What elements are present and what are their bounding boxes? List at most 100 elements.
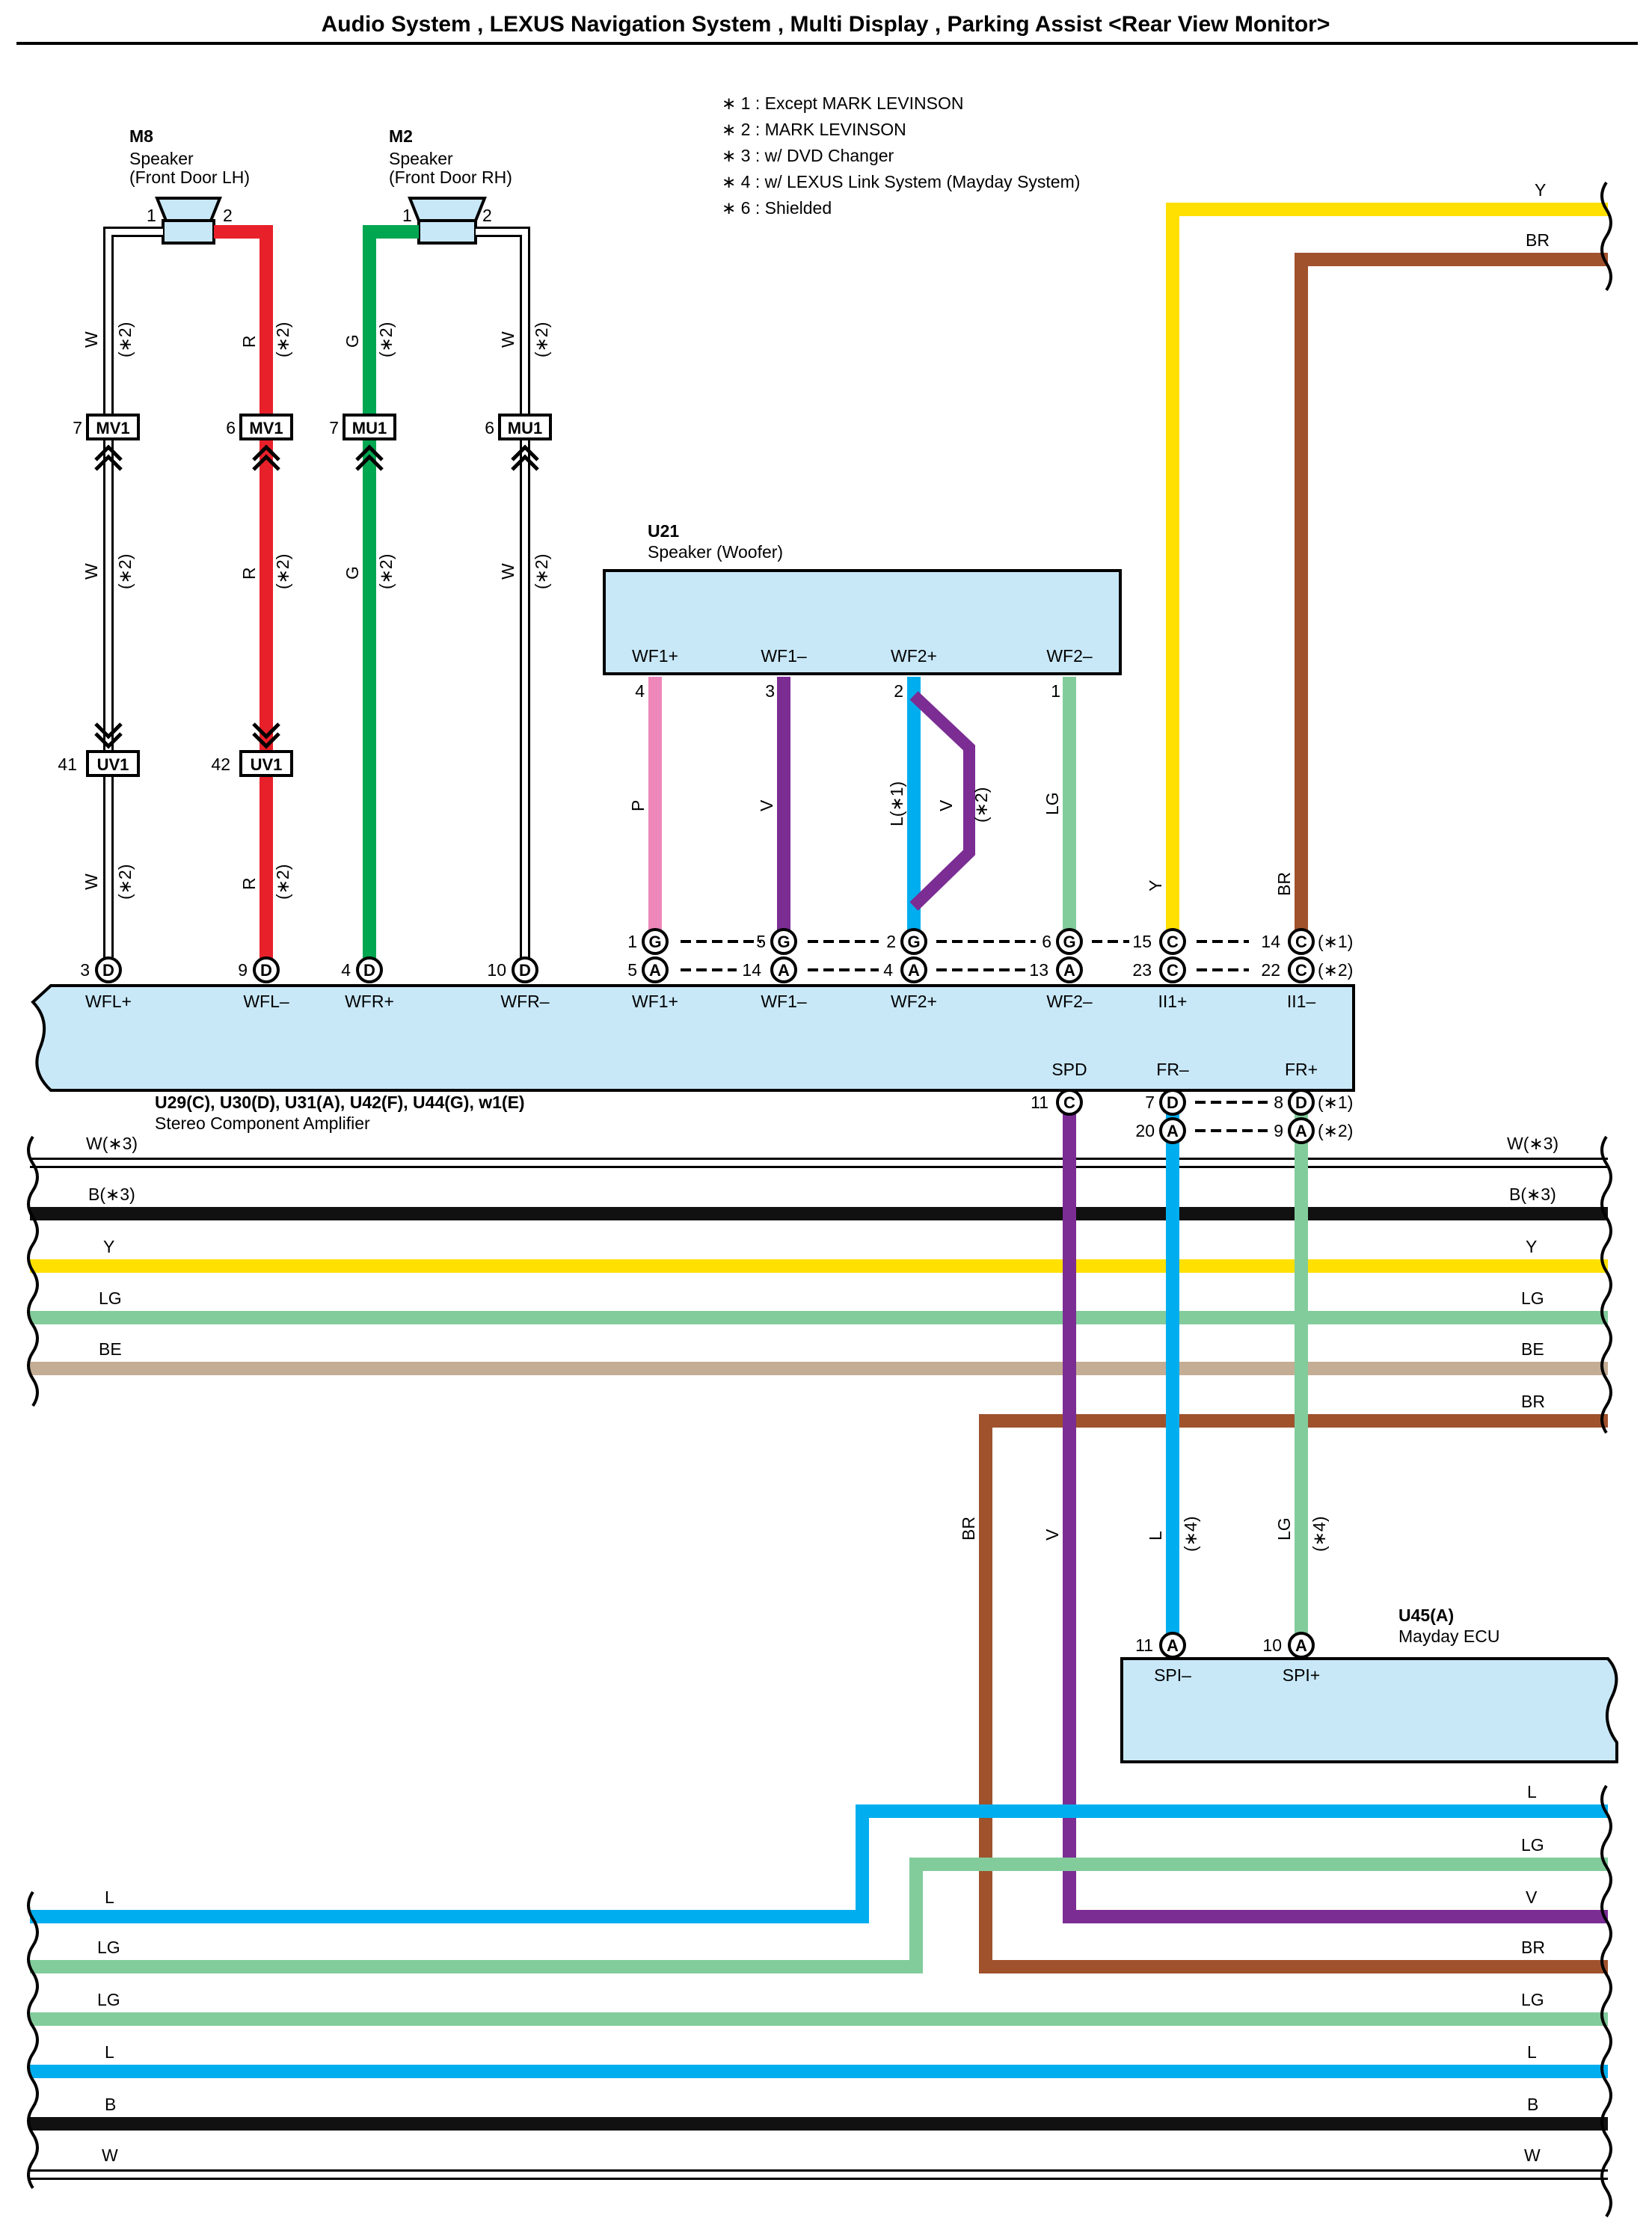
svg-text:2: 2 [886, 932, 896, 951]
wire-note-2: (∗2) [115, 864, 135, 900]
bus-label: L [105, 1887, 114, 1907]
mayday-ecu: U45(A) Mayday ECU SPI– SPI+ A 11 A 10 [1120, 1606, 1618, 1763]
break-mark [1600, 181, 1612, 238]
bus-upper: W(∗3) B(∗3) Y LG BE W(∗3) B(∗3) Y LG BE … [30, 1134, 1608, 1411]
bus-label: LG [97, 1938, 120, 1957]
svg-text:A: A [649, 961, 661, 980]
bus-label: W(∗3) [1507, 1134, 1559, 1153]
svg-text:9: 9 [238, 960, 248, 980]
amp-terminal: WFL+ [85, 992, 132, 1011]
speaker-m2-icon [408, 197, 487, 222]
amp-terminal: WFR+ [345, 992, 394, 1011]
wire-lg-lower [30, 1858, 1608, 1973]
connector-uv1-right: UV1 42 [211, 722, 293, 777]
svg-text:1: 1 [627, 932, 637, 951]
svg-text:C: C [1167, 933, 1179, 951]
bus-label: LG [1521, 1835, 1544, 1855]
bus-label: B(∗3) [88, 1185, 135, 1204]
svg-text:14: 14 [1261, 932, 1280, 951]
wire-label-g: G [343, 566, 362, 580]
svg-text:9: 9 [1274, 1121, 1283, 1140]
notes-legend: ∗ 1 : Except MARK LEVINSON ∗ 2 : MARK LE… [722, 93, 1080, 218]
svg-text:C: C [1063, 1093, 1075, 1112]
wire-label-p: P [628, 800, 648, 811]
bus-label: LG [99, 1288, 122, 1308]
wire-note-2: (∗2) [273, 864, 292, 900]
speaker-m8: M8 Speaker (Front Door LH) 1 2 [129, 126, 250, 245]
bus-label: V [1526, 1887, 1538, 1907]
row-note: (∗2) [1318, 1121, 1353, 1140]
wire-label-v: V [936, 799, 956, 811]
amp-bottom-pins: C 11 D 7 A 20 D 8 (∗1) A 9 (∗2) [1031, 1089, 1353, 1144]
m2-sub: (Front Door RH) [389, 168, 512, 187]
svg-text:MV1: MV1 [96, 419, 129, 437]
svg-text:7: 7 [1145, 1093, 1155, 1112]
wire-labels-left: W (∗2) R (∗2) G (∗2) W (∗2) W (∗2) R (∗2… [82, 322, 551, 900]
connector-mu1-left: MU1 7 [329, 414, 396, 471]
amp-top-pins: D 3 D 9 D 4 D 10 [80, 956, 538, 983]
u45-code: U45(A) [1398, 1606, 1454, 1625]
u21-terminal: WF1+ [632, 646, 678, 666]
wire-note-4: (∗4) [1309, 1517, 1329, 1552]
ecu-body [1120, 1657, 1618, 1763]
amp-terminal: WF2+ [891, 992, 937, 1011]
svg-text:11: 11 [1031, 1093, 1048, 1112]
wire-label-lg: LG [1274, 1517, 1294, 1540]
svg-text:5: 5 [756, 932, 766, 951]
svg-text:A: A [778, 961, 790, 980]
svg-text:13: 13 [1029, 960, 1048, 980]
svg-text:22: 22 [1261, 960, 1280, 980]
wire-label-r: R [239, 567, 259, 580]
m2-pin2: 2 [482, 206, 492, 225]
svg-text:C: C [1295, 961, 1307, 980]
break-marks [27, 1135, 1612, 2218]
amp-terminal: SPD [1051, 1060, 1087, 1079]
svg-text:7: 7 [73, 418, 82, 437]
u21-name: Speaker (Woofer) [648, 542, 783, 562]
svg-text:C: C [1167, 961, 1179, 980]
bus-label: B(∗3) [1509, 1185, 1556, 1204]
wire-label-l-star1: L(∗1) [887, 781, 906, 826]
woofer-u21: U21 Speaker (Woofer) WF1+ WF1– WF2+ WF2–… [603, 521, 1122, 701]
bus-label: LG [97, 1990, 120, 2009]
bus-label: B [105, 2095, 116, 2114]
note-2: ∗ 2 : MARK LEVINSON [722, 120, 906, 139]
break-mark [1600, 235, 1612, 292]
u45-name: Mayday ECU [1398, 1626, 1499, 1646]
wire-label-w: W [82, 331, 101, 348]
wire-note-2: (∗2) [532, 554, 551, 589]
u21-terminal: WF1– [761, 646, 807, 666]
wire-note-4: (∗4) [1181, 1517, 1200, 1552]
amp-terminal: WFR– [500, 992, 549, 1011]
amp-body [31, 984, 1355, 1092]
m8-pin2: 2 [223, 206, 233, 225]
amp-terminal: WFL– [243, 992, 289, 1011]
svg-text:MV1: MV1 [249, 419, 283, 437]
svg-text:MU1: MU1 [352, 419, 387, 437]
bus-label: Y [103, 1237, 114, 1256]
svg-text:42: 42 [211, 755, 230, 774]
amplifier: WFL+ WFL– WFR+ WFR– WF1+ WF1– WF2+ WF2– … [31, 984, 1355, 1133]
svg-text:15: 15 [1132, 932, 1152, 951]
wire-label-w: W [82, 563, 101, 580]
wire-r-m8 [214, 225, 273, 972]
wire-note-2: (∗2) [115, 554, 135, 589]
wire-note-2: (∗2) [376, 554, 396, 589]
bus-label: L [105, 2042, 114, 2062]
bus-label: LG [1521, 1288, 1544, 1308]
speaker-m8-icon [155, 197, 222, 222]
svg-text:D: D [260, 961, 272, 980]
row-note: (∗1) [1318, 1093, 1353, 1112]
wire-label-v: V [1043, 1529, 1062, 1540]
svg-text:41: 41 [58, 755, 77, 774]
wire-note-2: (∗2) [376, 322, 396, 357]
svg-text:3: 3 [80, 960, 90, 980]
m8-sub: (Front Door LH) [129, 168, 250, 187]
wire-w-m8 [103, 227, 163, 971]
wire-label-y-top: Y [1535, 180, 1546, 200]
wire-note-2: (∗2) [273, 322, 292, 357]
svg-text:D: D [363, 961, 375, 980]
svg-text:A: A [1167, 1636, 1179, 1655]
svg-text:UV1: UV1 [251, 755, 283, 774]
